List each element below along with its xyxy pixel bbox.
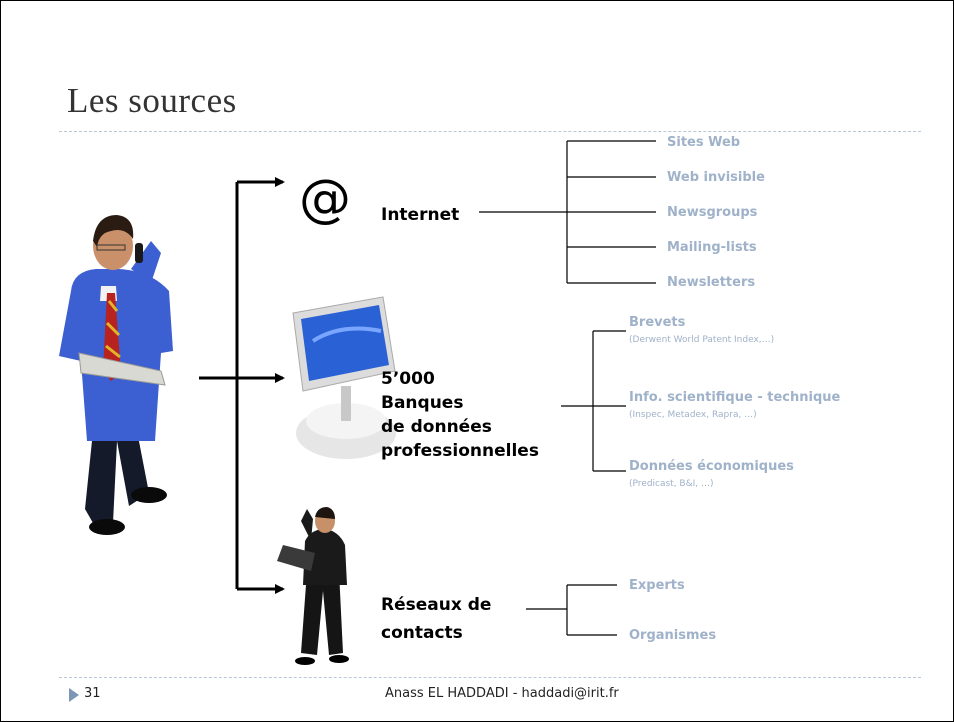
contacts-label-line-1: Réseaux de — [381, 595, 492, 615]
databases-label-line-2: Banques — [381, 393, 464, 413]
database-item-title: Données économiques — [629, 459, 794, 474]
page-number: 31 — [84, 686, 101, 701]
internet-item: Web invisible — [667, 170, 765, 185]
internet-label: Internet — [381, 205, 460, 225]
database-item-title: Info. scientifique - technique — [629, 390, 841, 405]
contacts-item: Organismes — [629, 628, 717, 643]
database-item-detail: (Derwent World Patent Index,…) — [629, 335, 775, 345]
footer-triangle-icon — [69, 688, 79, 702]
database-item-title: Brevets — [629, 315, 686, 330]
slide-title: Les sources — [67, 81, 237, 120]
footer-divider — [59, 677, 921, 678]
at-sign-icon: @ — [299, 169, 351, 229]
database-item-detail: (Inspec, Metadex, Rapra, …) — [629, 410, 757, 420]
databases-label-line-1: 5’000 — [381, 369, 435, 389]
databases-label-line-3: de données — [381, 417, 492, 437]
internet-item: Newsletters — [667, 275, 756, 290]
contacts-label-line-2: contacts — [381, 623, 463, 643]
contacts-item: Experts — [629, 578, 685, 593]
internet-item: Newsgroups — [667, 205, 758, 220]
footer-author: Anass EL HADDADI - haddadi@irit.fr — [385, 686, 619, 701]
title-divider — [59, 131, 921, 132]
database-item-detail: (Predicast, B&I, …) — [629, 479, 714, 489]
internet-item: Mailing-lists — [667, 240, 757, 255]
internet-item: Sites Web — [667, 135, 741, 150]
databases-label-line-4: professionnelles — [381, 441, 539, 461]
